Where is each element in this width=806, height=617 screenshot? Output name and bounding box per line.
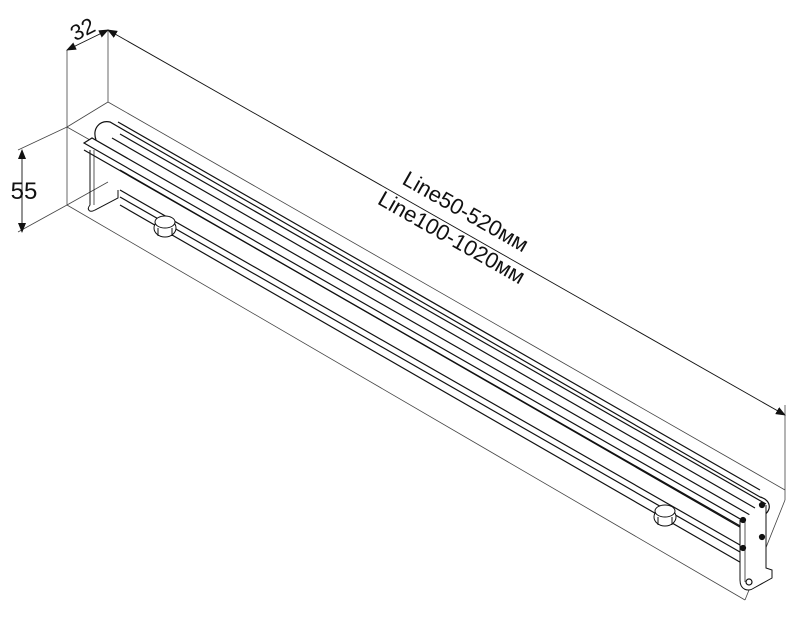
height-label: 55 bbox=[11, 178, 38, 205]
length-dimension-line bbox=[107, 29, 786, 416]
dimension-lines bbox=[18, 29, 786, 416]
linear-fixture bbox=[82, 121, 773, 591]
depth-dimension-line bbox=[66, 29, 109, 51]
cable-gland-left bbox=[153, 215, 177, 238]
cable-gland-right bbox=[653, 504, 677, 527]
depth-label: 32 bbox=[66, 13, 99, 46]
